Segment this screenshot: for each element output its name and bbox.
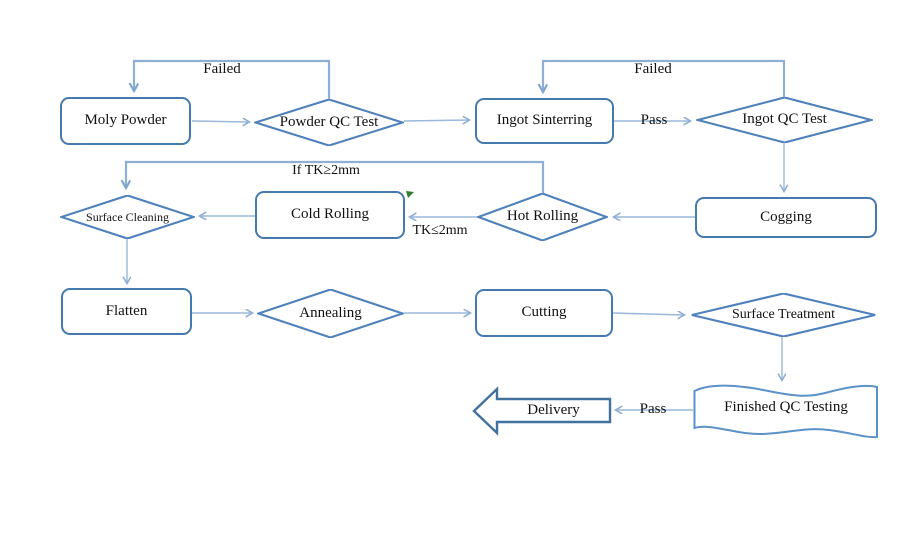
edge-label-failed-powder: Failed	[203, 61, 241, 77]
edge-label-pass-sinter: Pass	[640, 112, 668, 128]
node-powder-qc-test[interactable]: Powder QC Test	[254, 99, 404, 146]
edge-failed-powderqc-loop	[134, 59, 331, 99]
edge-powderqc-to-ingotsinterring	[403, 120, 469, 121]
node-label: Finished QC Testing	[724, 399, 848, 416]
edge-failed-ingotqc-loop	[543, 59, 786, 97]
node-cogging[interactable]: Cogging	[695, 197, 877, 238]
punched-tape-shape	[693, 384, 878, 439]
node-ingot-qc-test[interactable]: Ingot QC Test	[696, 97, 873, 143]
node-label: Annealing	[299, 304, 362, 321]
left-arrow-shape	[472, 386, 612, 436]
node-label: Ingot QC Test	[742, 111, 827, 128]
node-ingot-sinterring[interactable]: Ingot Sinterring	[475, 98, 614, 144]
node-finished-qc-testing[interactable]: Finished QC Testing	[693, 381, 879, 439]
edge-iftk-hotrolling-loop	[126, 160, 545, 193]
node-flatten[interactable]: Flatten	[61, 288, 192, 335]
diamond-shape	[690, 293, 877, 337]
node-moly-powder[interactable]: Moly Powder	[60, 97, 191, 145]
node-delivery[interactable]: Delivery	[472, 386, 613, 436]
node-label: Surface Treatment	[731, 306, 836, 322]
node-label: Cutting	[521, 304, 567, 321]
node-surface-cleaning[interactable]: Surface Cleaning	[60, 195, 195, 239]
node-label: Powder QC Test	[279, 113, 379, 130]
node-surface-treatment[interactable]: Surface Treatment	[690, 293, 877, 337]
node-cold-rolling[interactable]: Cold Rolling	[255, 191, 405, 239]
diamond-shape	[477, 193, 608, 241]
node-label: Delivery	[527, 402, 580, 419]
edge-label-tk: TK≤2mm	[412, 223, 468, 238]
edge-label-failed-ingot: Failed	[634, 61, 672, 77]
node-label: Ingot Sinterring	[496, 112, 593, 129]
node-label: Cold Rolling	[291, 206, 369, 223]
node-cutting[interactable]: Cutting	[475, 289, 613, 337]
node-annealing[interactable]: Annealing	[257, 289, 404, 338]
edge-label-pass-final: Pass	[639, 401, 667, 417]
edge-molypowder-to-powderqc	[191, 121, 249, 122]
node-label: Moly Powder	[84, 112, 167, 129]
diamond-shape	[254, 99, 404, 146]
node-hot-rolling[interactable]: Hot Rolling	[477, 193, 608, 241]
diamond-shape	[257, 289, 404, 338]
green-cursor-mark	[406, 191, 414, 198]
diamond-shape	[60, 195, 195, 239]
node-label: Surface Cleaning	[86, 209, 169, 224]
node-label: Cogging	[760, 208, 812, 225]
diamond-shape	[696, 97, 873, 143]
node-label: Hot Rolling	[506, 208, 579, 225]
node-label: Flatten	[105, 302, 148, 319]
edge-cutting-to-surfacetreatment	[612, 313, 684, 315]
edge-label-if-tk: If TK≥2mm	[292, 163, 360, 178]
